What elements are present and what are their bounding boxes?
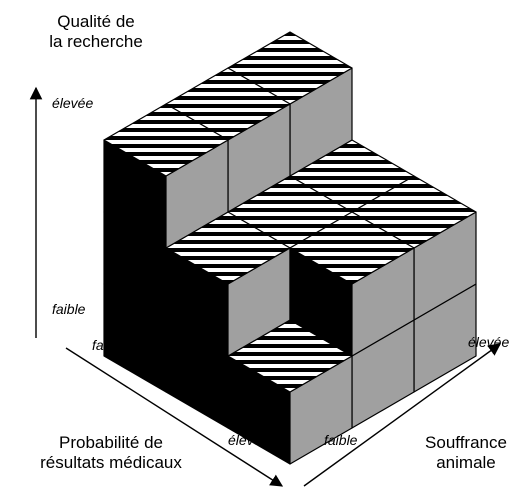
suffering-axis-title-line2: animale <box>436 452 496 472</box>
suffering-low-label: faible <box>324 432 358 448</box>
quality-axis-title-line1: Qualité de <box>57 12 135 31</box>
cube <box>351 175 477 321</box>
cube-top-face <box>103 103 229 177</box>
cube-top-face <box>289 211 415 285</box>
probability-axis-title: Probabilité de résultats médicaux <box>8 433 214 472</box>
cube <box>103 103 229 249</box>
probability-axis-arrow <box>65 347 284 487</box>
quality-axis-title-line2: la recherche <box>49 31 143 51</box>
quality-high-label: élevée <box>52 95 94 111</box>
probability-axis-title-line2: résultats médicaux <box>40 452 182 472</box>
suffering-axis-title-line1: Souffrance <box>425 433 507 452</box>
cube <box>165 211 291 357</box>
suffering-axis-title: Souffrance animale <box>412 433 520 472</box>
probability-high-label: élevée <box>228 432 270 448</box>
suffering-axis-arrow <box>303 343 502 487</box>
probability-axis-title-line1: Probabilité de <box>59 433 163 452</box>
quality-axis-title: Qualité de la recherche <box>16 12 176 51</box>
probability-low-label: faible <box>92 337 126 353</box>
suffering-high-label: élevée <box>468 334 510 350</box>
cube <box>289 211 415 357</box>
quality-low-label: faible <box>52 301 86 317</box>
